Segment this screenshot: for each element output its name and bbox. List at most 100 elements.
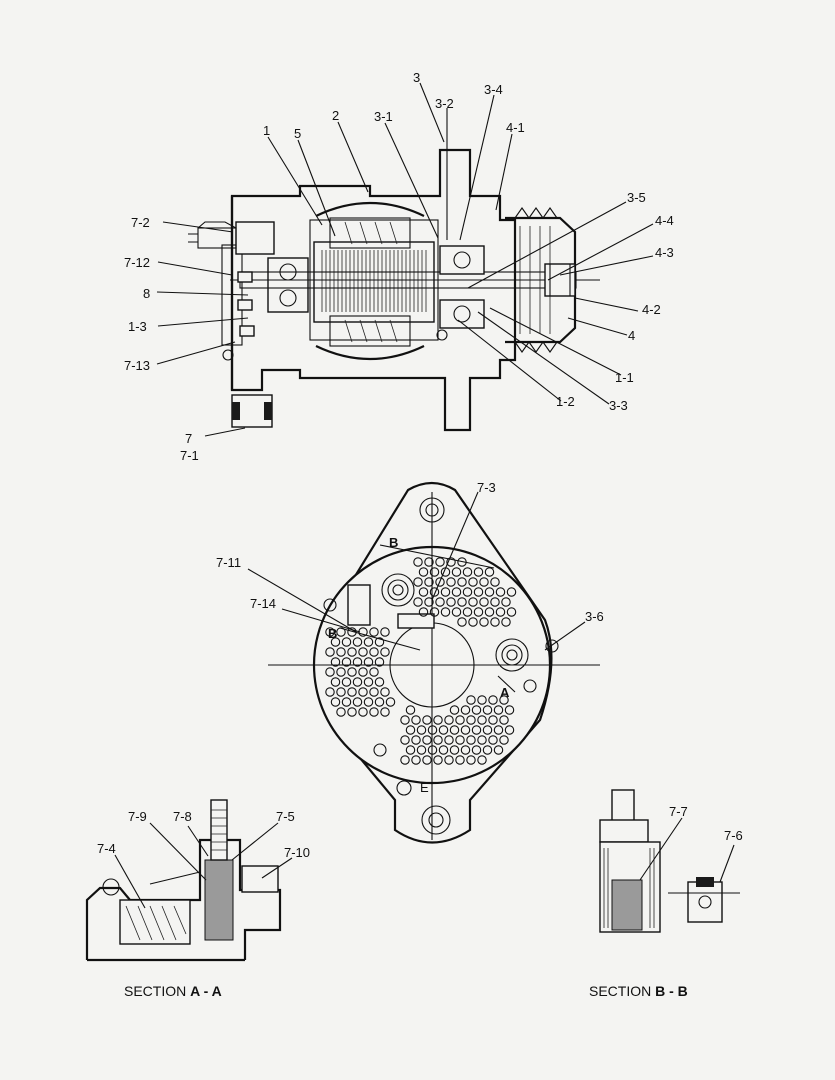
alternator-end-view	[247, 481, 600, 844]
vent-hole	[499, 715, 509, 725]
vent-hole	[490, 577, 500, 587]
vent-hole	[369, 627, 379, 637]
vent-hole	[446, 557, 456, 567]
vent-hole	[405, 725, 416, 735]
vent-hole	[325, 667, 335, 677]
vent-hole	[325, 687, 335, 697]
vent-hole	[479, 597, 489, 607]
callout-3-3: 3-3	[609, 398, 628, 413]
vent-hole	[325, 627, 335, 637]
vent-hole	[352, 637, 363, 647]
vent-hole	[369, 647, 379, 657]
vent-hole	[435, 577, 445, 587]
vent-hole	[433, 755, 443, 765]
vent-hole	[341, 657, 352, 667]
vent-hole	[506, 587, 517, 597]
vent-hole	[418, 567, 429, 577]
callout-4-2: 4-2	[642, 302, 661, 317]
vent-hole	[451, 567, 462, 577]
vent-hole	[424, 597, 434, 607]
vent-hole	[336, 687, 346, 697]
vent-hole	[444, 735, 454, 745]
vent-hole	[358, 687, 368, 697]
vent-hole	[347, 647, 357, 657]
callout-1-1: 1-1	[615, 370, 634, 385]
vent-hole	[336, 647, 346, 657]
vent-hole	[347, 687, 357, 697]
vent-hole	[405, 745, 416, 755]
vent-hole	[462, 587, 473, 597]
vent-hole	[440, 607, 451, 617]
callout-7-13: 7-13	[124, 358, 150, 373]
vent-hole	[411, 735, 421, 745]
vent-hole	[488, 735, 498, 745]
callout-7-10: 7-10	[284, 845, 310, 860]
stator-laminations	[321, 250, 427, 312]
caption-section-aa-prefix: SECTION	[124, 983, 190, 999]
vent-hole	[506, 607, 517, 617]
vent-hole	[422, 755, 432, 765]
vent-hole	[446, 597, 456, 607]
vent-hole	[451, 607, 462, 617]
vent-hole	[493, 705, 504, 715]
vent-hole	[424, 577, 434, 587]
vent-hole	[471, 705, 482, 715]
vent-hole	[416, 745, 427, 755]
vent-hole	[330, 697, 341, 707]
vent-hole	[341, 637, 352, 647]
vent-hole	[369, 687, 379, 697]
section-b-b-view	[599, 789, 740, 933]
vent-hole	[473, 587, 484, 597]
vent-hole	[484, 587, 495, 597]
vent-hole	[352, 677, 363, 687]
vent-hole	[380, 707, 390, 717]
vent-hole	[446, 577, 456, 587]
vent-hole	[374, 677, 385, 687]
vent-hole	[468, 577, 478, 587]
vent-hole	[358, 707, 368, 717]
callout-section-b-left: B	[328, 626, 337, 641]
vent-hole	[400, 755, 410, 765]
vent-hole	[413, 597, 423, 607]
callout-labels: 3 3-2 3-4 3-1 2 1 5 4-1 3-5 4-4 4-3 4-2 …	[97, 70, 743, 860]
vent-hole	[490, 597, 500, 607]
vent-hole	[347, 667, 357, 677]
vent-hole	[363, 637, 374, 647]
vent-hole	[422, 715, 432, 725]
vent-hole	[499, 735, 509, 745]
vent-hole	[460, 705, 471, 715]
vent-hole	[352, 657, 363, 667]
vent-hole	[462, 567, 473, 577]
caption-section-bb: SECTION B - B	[589, 983, 688, 999]
vent-hole	[479, 577, 489, 587]
vent-hole	[466, 715, 476, 725]
vent-hole	[471, 745, 482, 755]
vent-hole	[457, 617, 467, 627]
vent-hole	[473, 607, 484, 617]
vent-hole	[488, 715, 498, 725]
vent-hole	[374, 697, 385, 707]
vent-hole	[462, 607, 473, 617]
vent-hole	[336, 667, 346, 677]
callout-section-a: A	[500, 685, 510, 700]
vent-hole	[347, 707, 357, 717]
vent-hole	[449, 705, 460, 715]
callout-5: 5	[294, 126, 301, 141]
vent-hole	[466, 755, 476, 765]
vent-hole	[435, 557, 445, 567]
fan-fins	[514, 207, 558, 353]
vent-hole	[411, 755, 421, 765]
vent-hole	[501, 597, 511, 607]
vent-hole	[484, 567, 495, 577]
vent-hole	[504, 705, 515, 715]
callout-1-2: 1-2	[556, 394, 575, 409]
vent-hole	[385, 697, 396, 707]
vent-hole	[330, 657, 341, 667]
vent-hole	[479, 617, 489, 627]
vent-hole	[433, 715, 443, 725]
callout-3-4: 3-4	[484, 82, 503, 97]
vent-hole	[460, 725, 471, 735]
vent-hole	[380, 627, 390, 637]
